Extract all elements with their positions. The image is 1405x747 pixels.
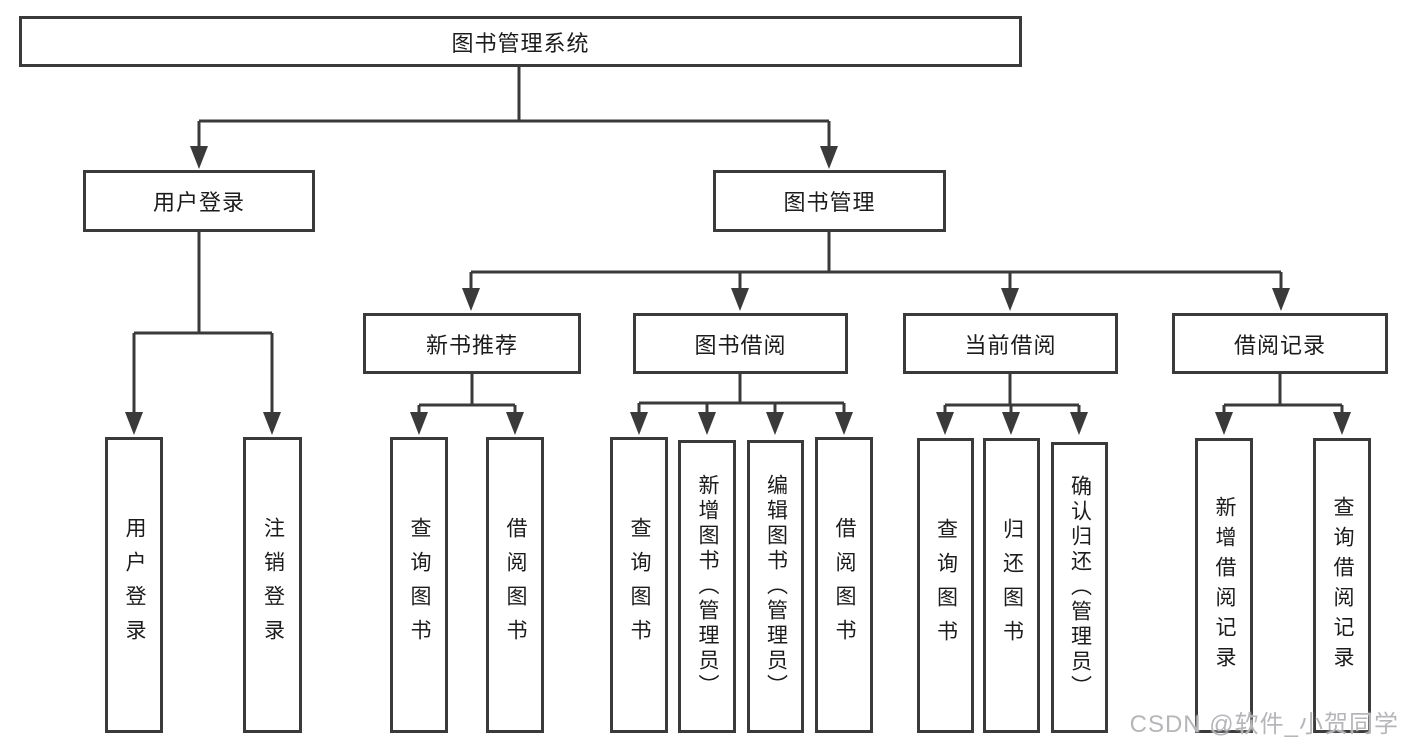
leaf-add-borrow-record: 新增借阅记录 <box>1195 438 1253 733</box>
node-current-borrow: 当前借阅 <box>903 313 1118 374</box>
leaf-borrow-books: 借阅图书 <box>815 437 873 733</box>
leaf-query-books-recommend: 查询图书 <box>390 437 448 733</box>
leaf-add-books-admin: 新增图书（管理员） <box>678 440 736 733</box>
node-current-borrow-label: 当前借阅 <box>964 332 1057 358</box>
leaf-query-books-current: 查询图书 <box>917 438 974 733</box>
leaf-confirm-return-admin: 确认归还（管理员） <box>1051 442 1108 733</box>
leaf-query-books-borrow: 查询图书 <box>610 437 668 733</box>
node-book-management-label: 图书管理 <box>783 190 876 215</box>
arrowheads <box>125 146 1351 435</box>
leaf-return-books: 归还图书 <box>983 438 1040 733</box>
leaf-query-borrow-record: 查询借阅记录 <box>1313 438 1371 733</box>
node-user-login: 用户登录 <box>83 170 315 232</box>
node-root-library-system: 图书管理系统 <box>19 16 1022 67</box>
node-book-borrow: 图书借阅 <box>633 313 848 374</box>
node-user-login-label: 用户登录 <box>152 190 245 215</box>
leaf-logout: 注销登录 <box>243 437 302 733</box>
csdn-watermark: CSDN @软件_小贺同学 <box>1129 711 1399 738</box>
node-borrow-records-label: 借阅记录 <box>1233 332 1326 358</box>
node-book-borrow-label: 图书借阅 <box>694 332 787 358</box>
leaf-borrow-books-recommend: 借阅图书 <box>486 437 544 733</box>
node-new-book-recommend-label: 新书推荐 <box>425 332 518 358</box>
node-new-book-recommend: 新书推荐 <box>363 313 581 374</box>
leaf-edit-books-admin: 编辑图书（管理员） <box>747 440 804 733</box>
leaf-user-login: 用户登录 <box>105 437 163 733</box>
node-borrow-records: 借阅记录 <box>1172 313 1388 374</box>
node-book-management: 图书管理 <box>713 170 946 232</box>
node-root-label: 图书管理系统 <box>451 30 590 56</box>
